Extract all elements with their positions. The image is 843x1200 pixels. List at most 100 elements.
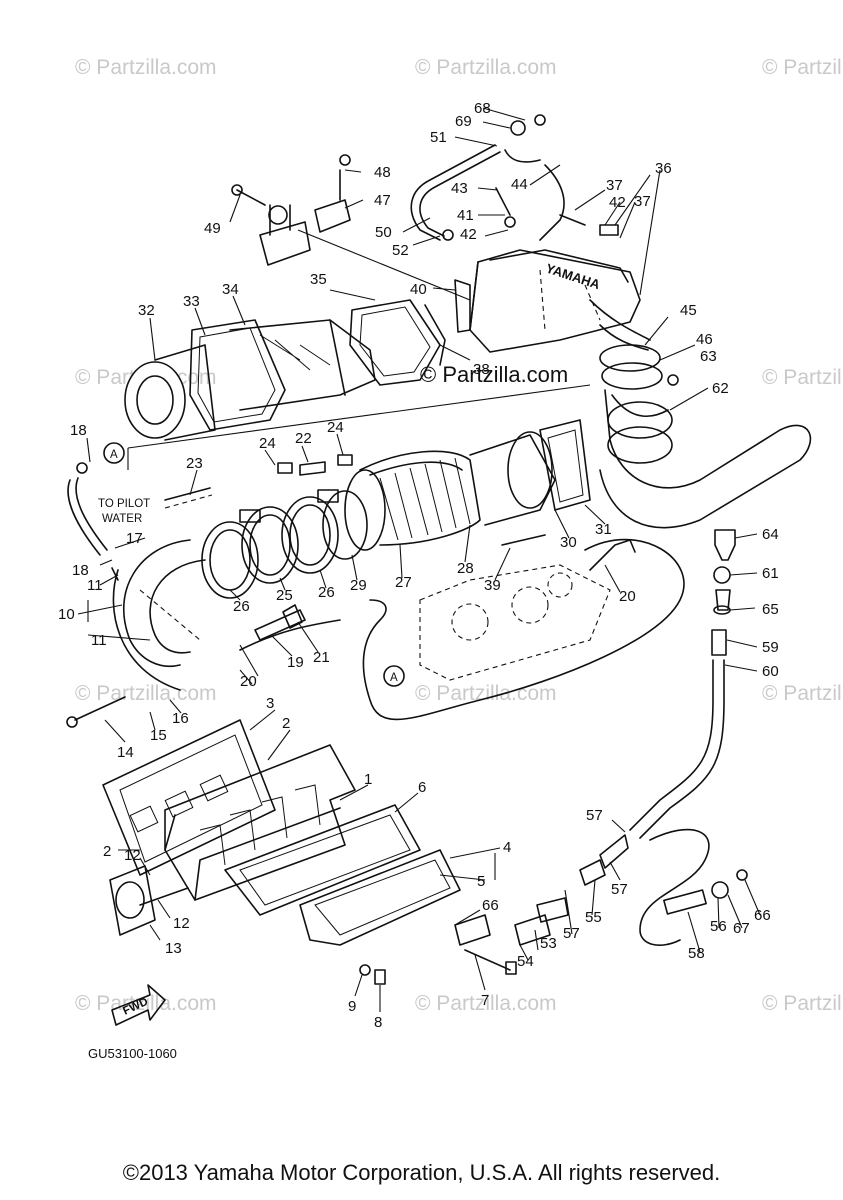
pipe-23-dash [164, 494, 213, 509]
ref-a-lower: A [383, 665, 405, 687]
callout-18: 18 [70, 422, 87, 439]
copyright-notice: ©2013 Yamaha Motor Corporation, U.S.A. A… [122, 1160, 721, 1185]
bracket-47 [231, 154, 351, 266]
to-pilot-note-2: WATER [102, 513, 142, 525]
callout-66: 66 [754, 907, 771, 924]
watermark: © Partzilla.com [415, 682, 557, 705]
watermark: © Partzilla.com [75, 992, 217, 1015]
flange-33 [189, 319, 286, 431]
pilot-water-hose [67, 462, 119, 581]
callout-32: 32 [138, 302, 155, 319]
ring-38 [424, 304, 446, 366]
callout-65: 65 [762, 601, 779, 618]
callout-numbers: 1 2 2 3 4 5 6 7 8 9 10 11 11 12 12 13 14… [58, 100, 779, 1031]
callout-1: 1 [364, 771, 372, 788]
gasket-3 [102, 719, 276, 876]
callout-14: 14 [117, 744, 134, 761]
hose-20 [589, 539, 636, 571]
elbow-hose-62 [599, 389, 812, 529]
callout-38: 38 [473, 361, 490, 378]
callout-57: 57 [563, 925, 580, 942]
callout-29: 29 [350, 577, 367, 594]
callout-8: 8 [374, 1014, 382, 1031]
bolt-14 [66, 696, 126, 728]
callout-15: 15 [150, 727, 167, 744]
gasket-35 [349, 299, 441, 386]
callout-25: 25 [276, 587, 293, 604]
callout-27: 27 [395, 574, 412, 591]
callout-24: 24 [327, 419, 344, 436]
exhaust-gasket-13 [109, 865, 156, 936]
callout-4: 4 [503, 839, 511, 856]
diagram-code: GU53100-1060 [88, 1046, 177, 1061]
callout-57: 57 [611, 881, 628, 898]
callout-31: 31 [595, 521, 612, 538]
callout-42: 42 [609, 194, 626, 211]
svg-text:A: A [390, 672, 398, 684]
callout-28: 28 [457, 560, 474, 577]
assembly-outline [639, 169, 661, 296]
callout-55: 55 [585, 909, 602, 926]
callout-18: 18 [72, 562, 89, 579]
watermark: © Partzilla.com [415, 992, 557, 1015]
callout-43: 43 [451, 180, 468, 197]
sleeve-hose [344, 450, 481, 551]
callout-5: 5 [477, 873, 485, 890]
callout-19: 19 [287, 654, 304, 671]
callout-24: 24 [259, 435, 276, 452]
callout-66: 66 [482, 897, 499, 914]
center-watermark: © Partzilla.com [420, 362, 568, 387]
pipe-12 [139, 887, 189, 906]
manifold-1 [164, 744, 356, 901]
bolt-39 [501, 534, 546, 546]
pipe-28 [469, 431, 556, 526]
hoses-upper [410, 114, 619, 241]
callout-22: 22 [295, 430, 312, 447]
bolt-7 [464, 949, 517, 975]
callout-7: 7 [481, 992, 489, 1009]
callout-46: 46 [696, 331, 713, 348]
callout-16: 16 [172, 710, 189, 727]
pipe-23 [164, 487, 211, 501]
flange-31 [539, 419, 591, 511]
callout-37: 37 [606, 177, 623, 194]
watermark: © Partzilla.com [762, 682, 843, 705]
callout-9: 9 [348, 998, 356, 1015]
hose-53-54 [454, 897, 569, 946]
callout-44: 44 [511, 176, 528, 193]
callout-41: 41 [457, 207, 474, 224]
callout-56: 56 [710, 918, 727, 935]
leader-lines [77, 107, 761, 1012]
callout-59: 59 [762, 639, 779, 656]
callout-45: 45 [680, 302, 697, 319]
exhaust-chamber-cone [229, 319, 376, 411]
callout-3: 3 [266, 695, 274, 712]
engine-outline [419, 564, 611, 681]
callout-2: 2 [282, 715, 290, 732]
callout-51: 51 [430, 129, 447, 146]
bolt-8-washer-9 [359, 964, 386, 985]
callout-6: 6 [418, 779, 426, 796]
hose-21 [282, 604, 303, 629]
to-pilot-note: TO PILOT [98, 498, 150, 510]
callout-23: 23 [186, 455, 203, 472]
assembly-outline [127, 384, 591, 449]
callout-2: 2 [103, 843, 111, 860]
hoses-lower-right [579, 828, 748, 946]
watermark: © Partzilla.com [75, 56, 217, 79]
callout-61: 61 [762, 565, 779, 582]
watermark: © Partzilla.com [415, 56, 557, 79]
callout-30: 30 [560, 534, 577, 551]
pipe-32 [124, 344, 216, 441]
callout-37: 37 [634, 193, 651, 210]
svg-text:A: A [110, 449, 118, 461]
callout-48: 48 [374, 164, 391, 181]
callout-49: 49 [204, 220, 221, 237]
callout-10: 10 [58, 606, 75, 623]
ref-a-upper: A [103, 442, 125, 464]
watermark-layer: © Partzilla.com © Partzilla.com © Partzi… [75, 56, 843, 1015]
watermark: © Partzilla.com [75, 682, 217, 705]
cover-plate-4 [299, 849, 461, 946]
callout-36: 36 [655, 160, 672, 177]
